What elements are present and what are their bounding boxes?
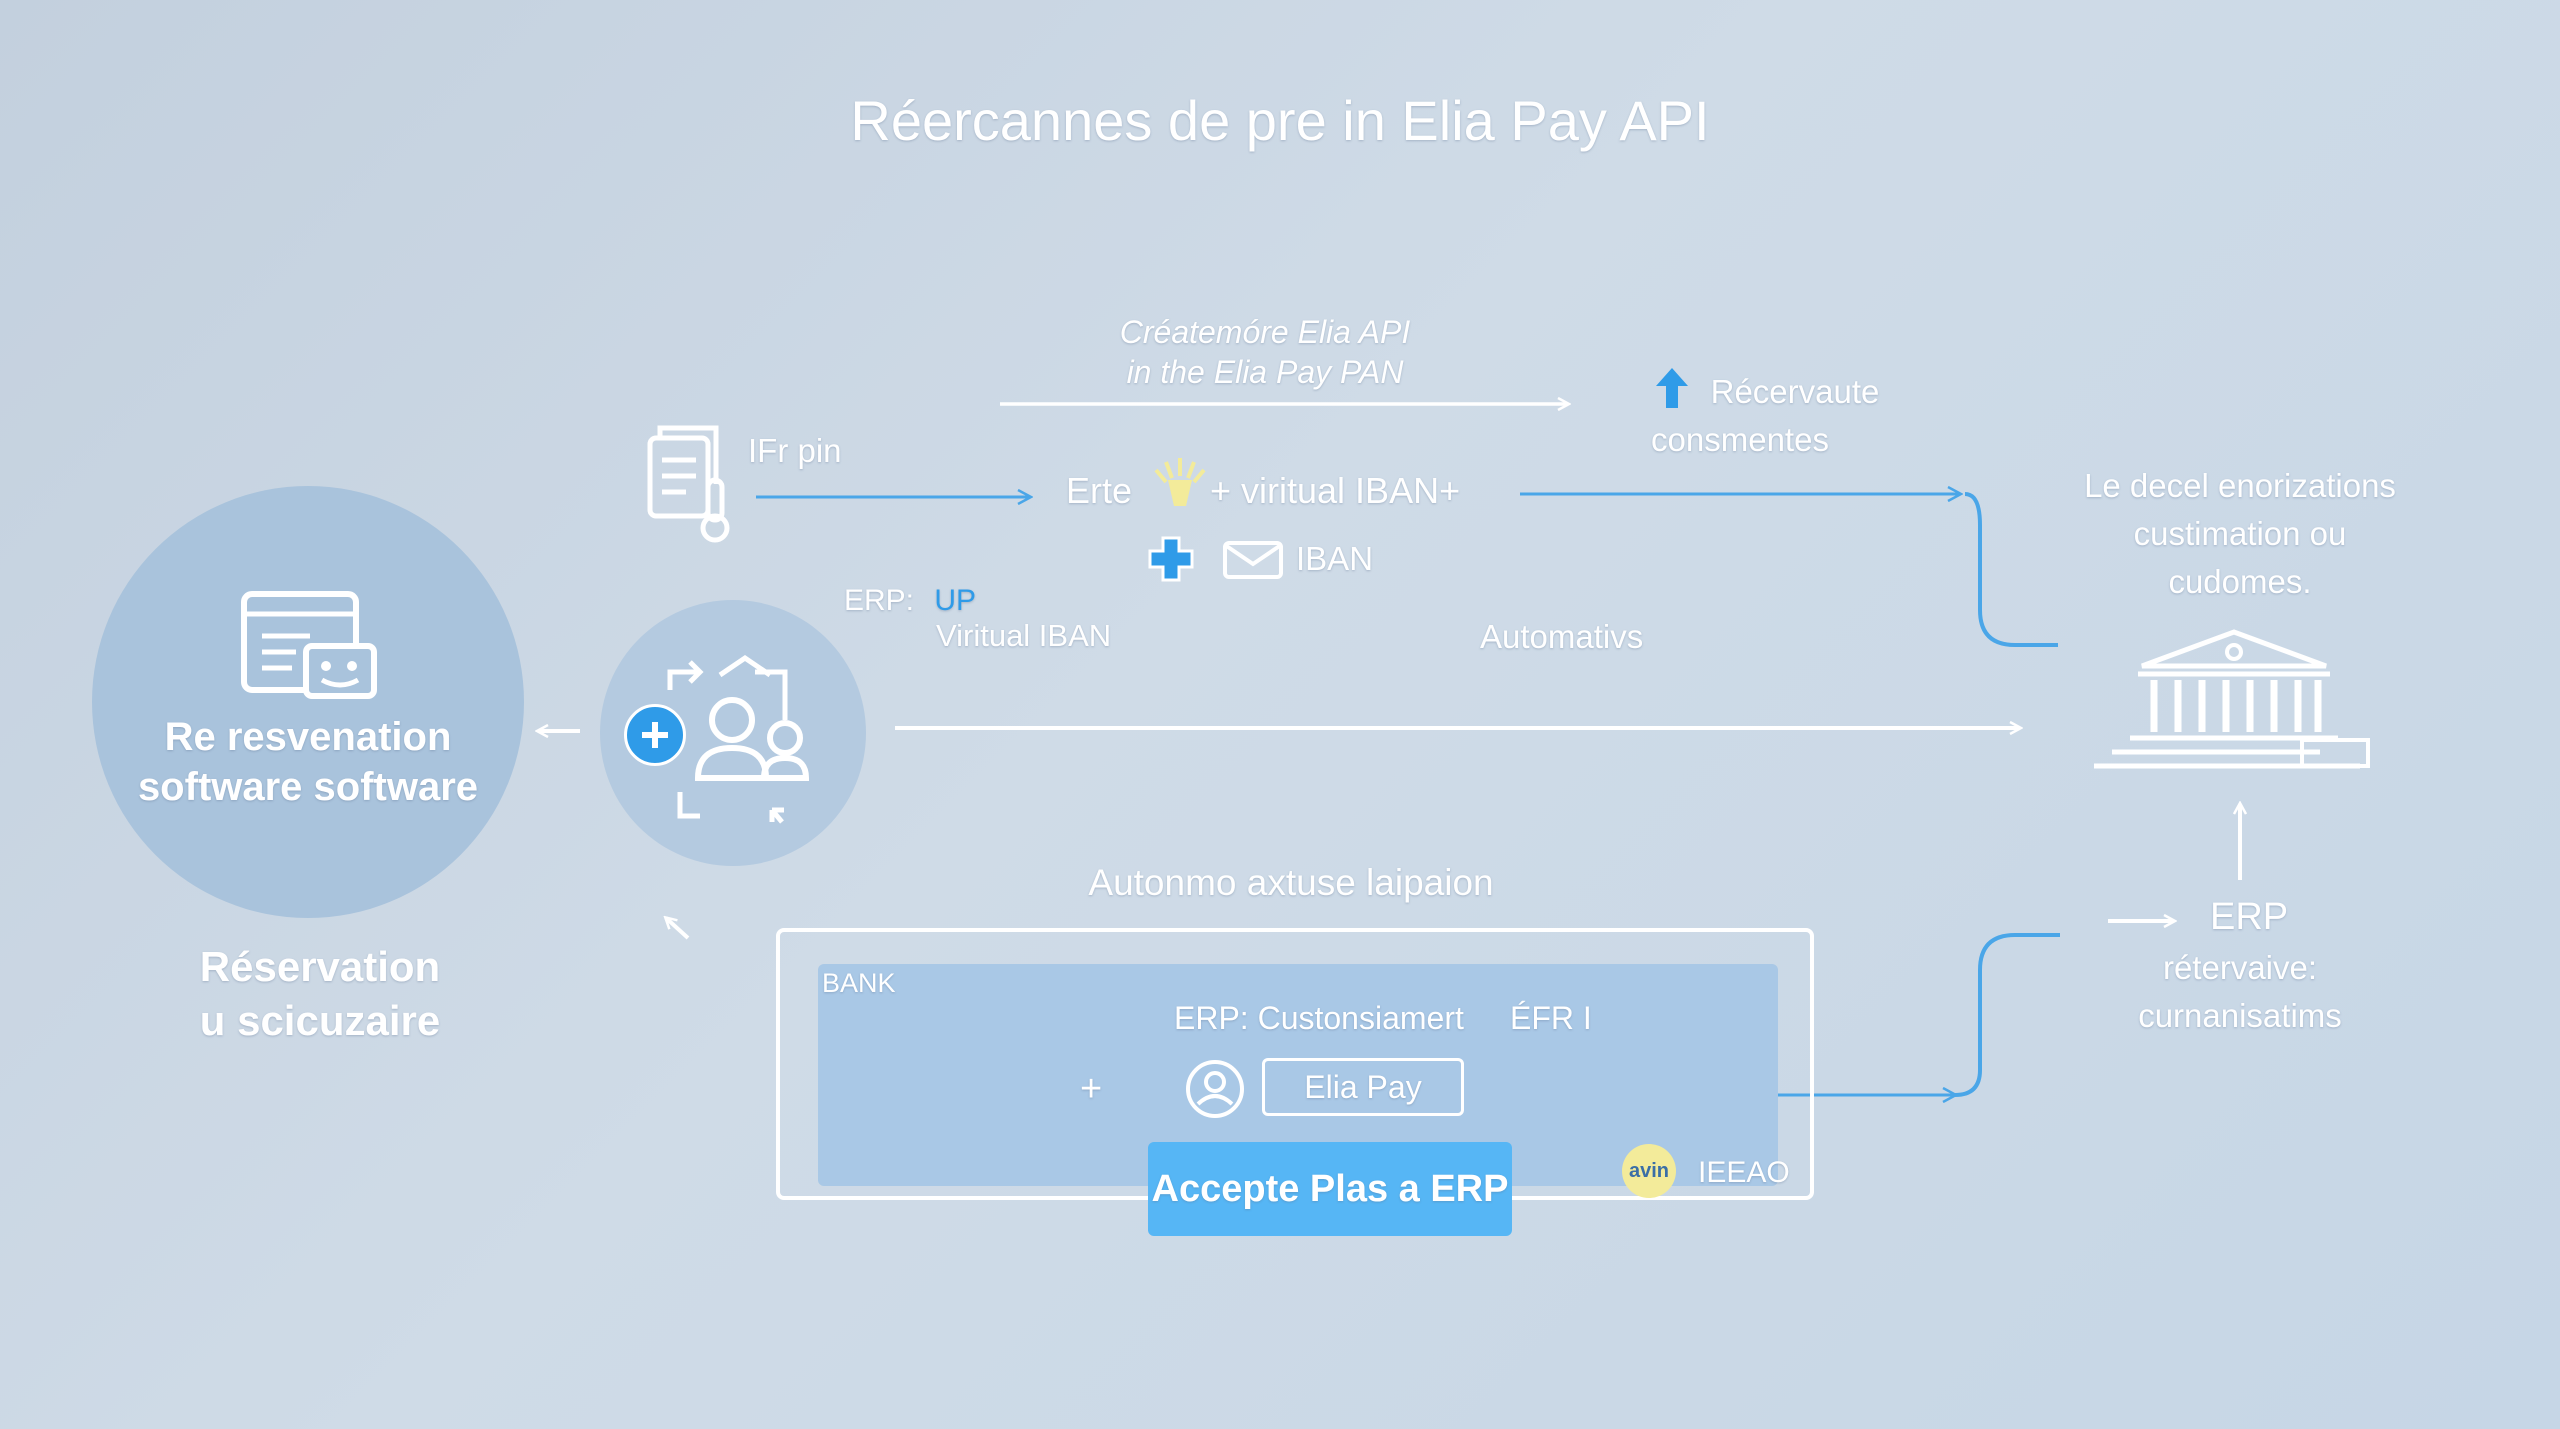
erp-caption-line1: rétervaive: [2162, 949, 2318, 986]
right-caption-line2: custimation ou [2133, 515, 2347, 552]
elia-pay-label: Elia Pay [1304, 1069, 1422, 1105]
diag-arrow [666, 918, 690, 940]
curve-bottom-right [1954, 933, 2060, 1097]
iban-label: IBAN [1296, 540, 1374, 577]
document-thermometer-icon [647, 425, 730, 543]
panel-plus: + [1080, 1068, 1103, 1110]
plus-icon [642, 722, 668, 748]
right-caption-line3: cudomes. [2168, 563, 2312, 600]
node-label-line2: software software [137, 765, 479, 809]
left-caption-line2: u scicuzaire [199, 997, 441, 1044]
efr-label: ÉFR I [1510, 1000, 1592, 1036]
lightbulb-icon [1154, 458, 1206, 506]
automation-label: Automativs [1480, 618, 1644, 655]
software-window-icon [241, 591, 377, 699]
erp-virtual-iban: Viritual IBAN [936, 618, 1112, 653]
erp-caption-line2: curnanisatims [2138, 997, 2342, 1034]
erp-customer-label: ERP: Custonsiamert [1174, 1000, 1464, 1036]
erp-prefix: ERP: [844, 584, 915, 617]
users-icon [667, 654, 810, 824]
api-label-line2: in the Elia Pay PAN [1126, 354, 1404, 390]
erp-up-label: ERP: UP [844, 584, 976, 618]
request-label: IFr pin [748, 432, 842, 469]
api-label-line1: Créatemóre Elia API [1119, 314, 1411, 350]
right-erp-label: ERP [2210, 896, 2289, 938]
right-caption-line1: Le decel enorizations [2084, 467, 2396, 504]
page-title: Réercannes de pre in Elia Pay API [850, 89, 1710, 152]
accept-erp-button[interactable]: Accepte Plas a ERP [1148, 1142, 1512, 1236]
curve-top-right [1964, 492, 2058, 647]
erp-up-value: UP [934, 584, 977, 617]
upload-label-line1: Récervaute [1710, 373, 1880, 410]
node-label-line1: Re resvenation [164, 715, 452, 759]
envelope-icon [1223, 541, 1283, 579]
medical-plus-icon [1148, 536, 1194, 582]
elia-pay-button[interactable]: Elia Pay [1262, 1058, 1464, 1116]
bank-label: BANK [822, 968, 896, 998]
avin-badge-label: avin [1628, 1160, 1670, 1182]
badge-text: IEEAO [1698, 1156, 1790, 1189]
user-avatar-icon [1186, 1060, 1244, 1118]
left-caption-line1: Réservation [199, 943, 441, 990]
add-user-button[interactable] [624, 704, 686, 766]
bank-building-icon[interactable] [2090, 628, 2374, 770]
reservation-software-node[interactable]: Re resvenation software software [92, 486, 524, 918]
erte-label: Erte [1066, 470, 1133, 511]
bank-panel-heading: Autonmo axtuse laipaion [1088, 862, 1494, 903]
users-node[interactable] [600, 600, 866, 866]
upload-label-line2: consmentes [1651, 421, 1829, 458]
upload-arrow-icon [1656, 368, 1688, 408]
virtual-iban-label: + viritual IBAN+ [1210, 470, 1461, 511]
accept-erp-label: Accepte Plas a ERP [1151, 1168, 1509, 1210]
avin-badge: avin [1622, 1144, 1676, 1198]
